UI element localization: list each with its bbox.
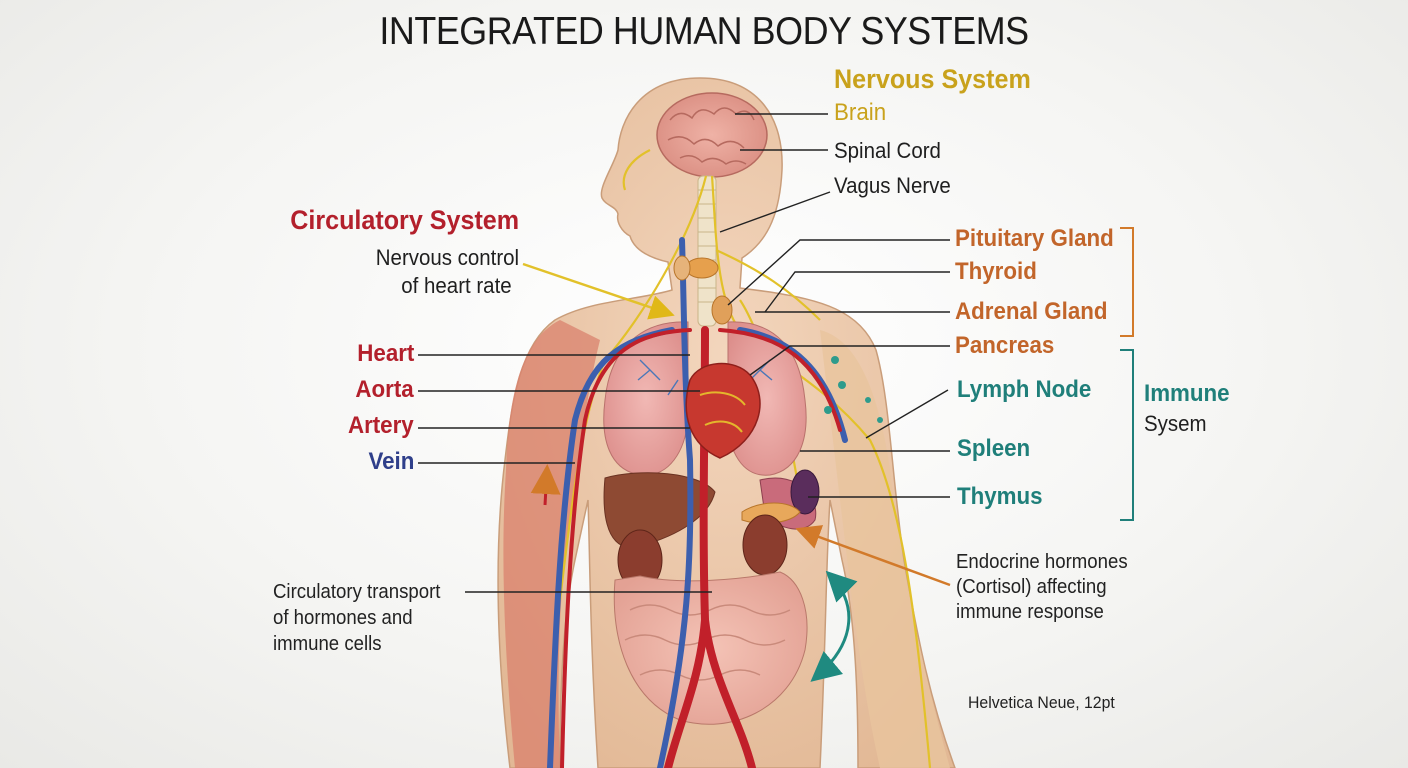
transport-label-line3: immune cells: [273, 633, 382, 655]
leader-lines: [418, 113, 950, 593]
endocrine-note-line2: (Cortisol) affecting: [956, 576, 1107, 598]
nervous-control-arrow: [522, 262, 675, 320]
spleen-label: Spleen: [957, 435, 1031, 462]
adrenal-gland-label: Adrenal Gland: [955, 298, 1108, 325]
endocrine-note-line3: immune response: [956, 601, 1104, 623]
spinal-cord-label: Spinal Cord: [834, 138, 941, 163]
vein-label: Vein: [368, 448, 414, 475]
brain: [656, 92, 768, 178]
diagram-title: INTEGRATED HUMAN BODY SYSTEMS: [379, 10, 1029, 53]
nervous-system-header: Nervous System: [834, 64, 1031, 94]
thymus-label: Thymus: [957, 483, 1043, 510]
immune-system-header: Immune: [1144, 380, 1230, 407]
thyroid-label: Thyroid: [955, 258, 1037, 285]
lungs: [603, 321, 807, 476]
heart: [685, 362, 761, 459]
spleen: [790, 469, 820, 515]
transport-label-line2: of hormones and: [273, 607, 413, 629]
lymph-nodes: [824, 356, 883, 423]
artery-label: Artery: [348, 412, 414, 439]
nervous-control-label-line2: of heart rate: [401, 273, 512, 298]
nervous-control-label-line1: Nervous control: [375, 245, 519, 270]
immune-system-header-line2: Sysem: [1144, 411, 1207, 436]
endocrine-bracket: [1120, 227, 1134, 337]
brain-label: Brain: [834, 99, 887, 126]
endocrine-note-line1: Endocrine hormones: [956, 551, 1128, 573]
pituitary-gland: [673, 255, 691, 281]
immune-bracket: [1120, 349, 1134, 521]
circulation-arrow: [530, 464, 561, 506]
thymus-gland: [711, 295, 733, 325]
pituitary-gland-label: Pituitary Gland: [955, 225, 1114, 252]
circulatory-system-header: Circulatory System: [290, 205, 519, 235]
vagus-nerve-label: Vagus Nerve: [834, 173, 951, 198]
lymph-node-label: Lymph Node: [957, 376, 1092, 403]
hormone-arrow: [795, 525, 951, 587]
aorta-label: Aorta: [355, 376, 414, 403]
feedback-arrow: [810, 570, 858, 682]
kidney-right: [742, 514, 788, 576]
heart-label: Heart: [356, 340, 414, 367]
font-note: Helvetica Neue, 12pt: [968, 693, 1115, 712]
arm-right: [820, 330, 950, 768]
pancreas-label: Pancreas: [955, 332, 1055, 359]
transport-label-line1: Circulatory transport: [273, 581, 441, 603]
thyroid-gland: [685, 257, 719, 279]
